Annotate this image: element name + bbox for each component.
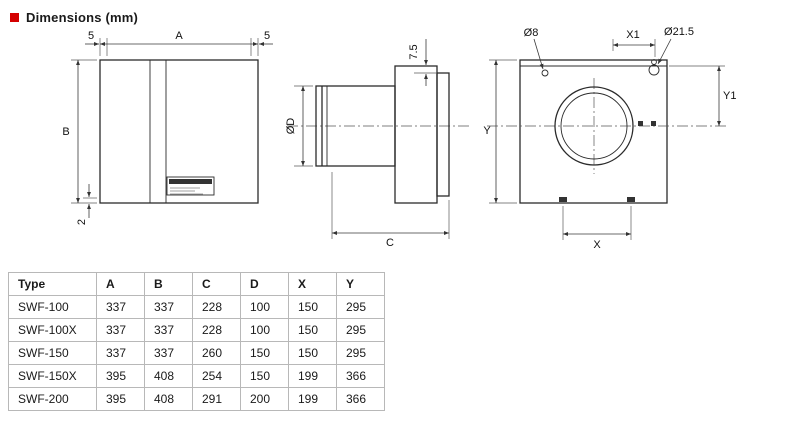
col-header-b: B bbox=[144, 272, 193, 296]
cell-a: 337 bbox=[96, 341, 145, 365]
mounting-flange bbox=[436, 72, 450, 197]
side-hole bbox=[638, 121, 643, 126]
cell-d: 100 bbox=[240, 295, 289, 319]
dim-label-d21-5: Ø21.5 bbox=[664, 26, 694, 38]
table-header-row: Type A B C D X Y bbox=[8, 272, 385, 296]
dim-label-c: C bbox=[386, 237, 394, 249]
dim-label-y1: Y1 bbox=[723, 90, 736, 102]
cell-a: 395 bbox=[96, 387, 145, 411]
cell-c: 228 bbox=[192, 318, 241, 342]
dim-label-duct-diameter: ØD bbox=[285, 118, 297, 135]
col-header-d: D bbox=[240, 272, 289, 296]
keyhole-slot bbox=[648, 59, 660, 76]
inlet-circle-inner bbox=[560, 92, 628, 160]
section-bullet-icon bbox=[10, 12, 19, 22]
cell-b: 408 bbox=[144, 364, 193, 388]
dim-label-x: X bbox=[593, 239, 601, 251]
dim-label-5-left: 5 bbox=[88, 30, 94, 42]
back-view: Ø8 Ø21.5 X1 Y1 Y X bbox=[483, 26, 736, 251]
cell-type: SWF-200 bbox=[8, 387, 97, 411]
dim-label-2: 2 bbox=[76, 219, 88, 225]
cell-c: 260 bbox=[192, 341, 241, 365]
dim-label-d8: Ø8 bbox=[524, 27, 539, 39]
table-row: SWF-200 395 408 291 200 199 366 bbox=[8, 387, 385, 411]
cell-a: 337 bbox=[96, 295, 145, 319]
cell-d: 100 bbox=[240, 318, 289, 342]
col-header-a: A bbox=[96, 272, 145, 296]
cell-c: 254 bbox=[192, 364, 241, 388]
dim-label-y: Y bbox=[483, 125, 491, 137]
dim-label-b: B bbox=[62, 126, 69, 138]
section-header: Dimensions (mm) bbox=[0, 0, 789, 26]
table-row: SWF-150X 395 408 254 150 199 366 bbox=[8, 364, 385, 388]
bottom-slot bbox=[627, 197, 635, 202]
cell-b: 337 bbox=[144, 318, 193, 342]
col-header-type: Type bbox=[8, 272, 97, 296]
cell-x: 199 bbox=[288, 387, 337, 411]
col-header-c: C bbox=[192, 272, 241, 296]
cell-d: 200 bbox=[240, 387, 289, 411]
cell-type: SWF-100 bbox=[8, 295, 97, 319]
page-title: Dimensions (mm) bbox=[26, 9, 139, 25]
cell-x: 150 bbox=[288, 295, 337, 319]
cell-x: 150 bbox=[288, 318, 337, 342]
dim-label-7-5: 7.5 bbox=[408, 44, 420, 59]
cell-a: 337 bbox=[96, 318, 145, 342]
technical-drawing: 5 A 5 B 2 ØD 7.5 bbox=[62, 26, 736, 251]
cell-b: 337 bbox=[144, 295, 193, 319]
table-row: SWF-150 337 337 260 150 150 295 bbox=[8, 341, 385, 365]
cell-y: 295 bbox=[336, 341, 385, 365]
dim-label-5-right: 5 bbox=[264, 30, 270, 42]
cell-d: 150 bbox=[240, 364, 289, 388]
col-header-y: Y bbox=[336, 272, 385, 296]
cell-b: 408 bbox=[144, 387, 193, 411]
side-view: ØD 7.5 C bbox=[285, 39, 470, 249]
side-hole bbox=[651, 121, 656, 126]
nameplate bbox=[166, 176, 215, 196]
cell-b: 337 bbox=[144, 341, 193, 365]
front-view: 5 A 5 B 2 bbox=[62, 30, 273, 225]
dim-label-a: A bbox=[175, 30, 183, 42]
bottom-slot bbox=[559, 197, 567, 202]
inlet-circle-outer bbox=[554, 86, 634, 166]
col-header-x: X bbox=[288, 272, 337, 296]
casing-body bbox=[394, 65, 438, 204]
cell-a: 395 bbox=[96, 364, 145, 388]
dimensions-table: Type A B C D X Y SWF-100 337 337 228 100… bbox=[8, 272, 385, 411]
cell-y: 295 bbox=[336, 318, 385, 342]
cell-y: 366 bbox=[336, 364, 385, 388]
cell-c: 228 bbox=[192, 295, 241, 319]
cell-x: 199 bbox=[288, 364, 337, 388]
table-row: SWF-100 337 337 228 100 150 295 bbox=[8, 295, 385, 319]
cell-type: SWF-150 bbox=[8, 341, 97, 365]
cell-y: 295 bbox=[336, 295, 385, 319]
cell-type: SWF-150X bbox=[8, 364, 97, 388]
cell-type: SWF-100X bbox=[8, 318, 97, 342]
cell-x: 150 bbox=[288, 341, 337, 365]
mounting-hole bbox=[541, 69, 549, 77]
cell-d: 150 bbox=[240, 341, 289, 365]
dim-label-x1: X1 bbox=[626, 29, 639, 41]
cell-c: 291 bbox=[192, 387, 241, 411]
cell-y: 366 bbox=[336, 387, 385, 411]
table-row: SWF-100X 337 337 228 100 150 295 bbox=[8, 318, 385, 342]
